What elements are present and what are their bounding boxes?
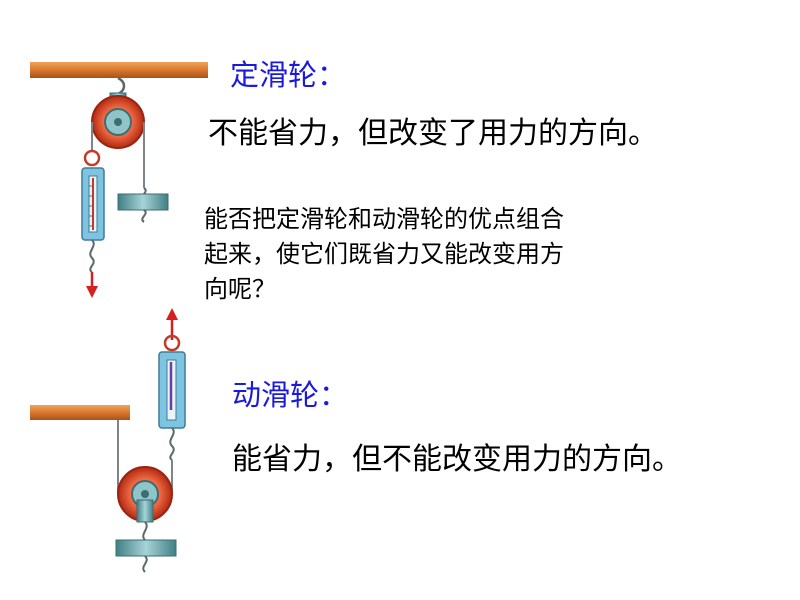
movable-weight <box>115 539 177 557</box>
movable-pulley-title: 动滑轮： <box>232 378 349 412</box>
fixed-pulley-diagram <box>30 62 208 298</box>
question-line-3: 向呢？ <box>204 275 276 303</box>
movable-pulley-diagram <box>30 308 186 573</box>
question-line-2: 起来，使它们既省力又能改变用方 <box>204 240 564 268</box>
fixed-pulley-description: 不能省力，但改变了用力的方向。 <box>208 116 658 151</box>
top-ceiling-beam <box>30 62 208 78</box>
question-paragraph: 能否把定滑轮和动滑轮的优点组合 起来，使它们既省力又能改变用方 向呢？ <box>204 202 674 307</box>
movable-pulley-description: 能省力，但不能改变用力的方向。 <box>232 442 682 477</box>
fixed-pulley-title: 定滑轮： <box>230 58 347 92</box>
question-line-1: 能否把定滑轮和动滑轮的优点组合 <box>204 205 564 233</box>
bottom-ceiling-beam <box>30 405 130 420</box>
fixed-weight <box>117 193 169 211</box>
